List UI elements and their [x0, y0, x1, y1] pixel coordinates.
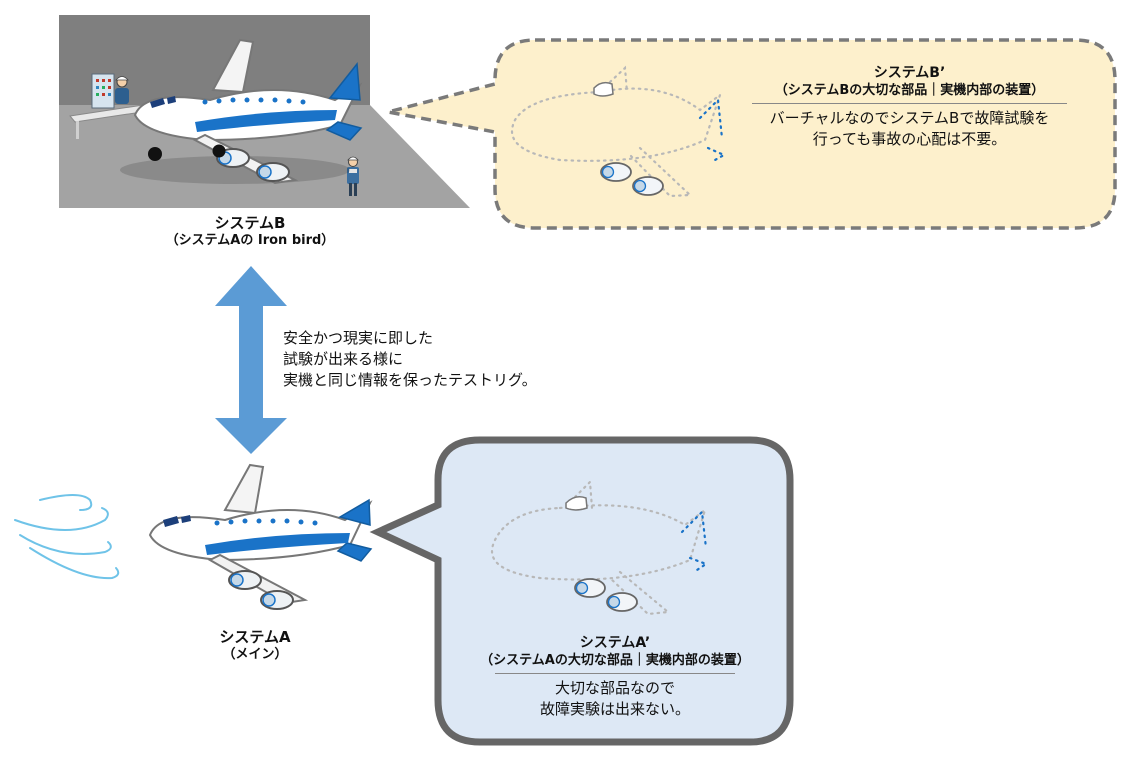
system-b-prime-divider — [752, 103, 1067, 104]
plane-system-b — [120, 38, 363, 185]
hangar-scene — [59, 15, 470, 208]
system-b-prime-title: システムB’ — [873, 65, 946, 81]
system-a-desc: （メイン） — [222, 646, 288, 662]
system-a-prime-body-2: 故障実験は出来ない。 — [539, 700, 690, 718]
control-panel — [91, 73, 115, 109]
system-a-prime-subtitle: （システムAの大切な部品｜実機内部の装置） — [480, 653, 750, 668]
wind-lines — [14, 494, 120, 580]
system-a-label: システムA （メイン） — [185, 628, 325, 663]
operator-body — [115, 88, 129, 104]
system-b-label: システムB （システムAの Iron bird） — [150, 214, 350, 249]
control-panel-buttons — [96, 79, 111, 96]
system-a-name: システムA — [219, 628, 291, 646]
system-a-prime-text: システムA’ （システムAの大切な部品｜実機内部の装置） 大切な部品なので 故障… — [455, 634, 775, 720]
connector-note-line-3: 実機と同じ情報を保ったテストリグ。 — [283, 371, 537, 389]
bidirectional-arrow — [215, 266, 287, 454]
plane-system-a — [148, 463, 373, 610]
connector-note-line-2: 試験が出来る様に — [283, 350, 404, 368]
system-b-prime-body-2: 行っても事故の心配は不要。 — [812, 130, 1007, 148]
system-b-prime-text: システムB’ （システムBの大切な部品｜実機内部の装置） バーチャルなのでシステ… — [752, 64, 1067, 150]
system-a-prime-divider — [495, 673, 735, 674]
connector-note-line-1: 安全かつ現実に即した — [283, 329, 434, 347]
connector-note: 安全かつ現実に即した 試験が出来る様に 実機と同じ情報を保ったテストリグ。 — [283, 328, 583, 391]
bubble-system-b-prime — [387, 38, 1117, 230]
bubble-system-a-prime — [369, 436, 794, 746]
system-a-prime-body-1: 大切な部品なので — [554, 679, 675, 697]
system-b-prime-subtitle: （システムBの大切な部品｜実機内部の装置） — [774, 83, 1045, 98]
system-b-name: システムB — [214, 214, 286, 232]
system-b-prime-body-1: バーチャルなのでシステムBで故障試験を — [769, 109, 1050, 127]
system-b-desc: （システムAの Iron bird） — [165, 232, 335, 248]
system-a-prime-title: システムA’ — [579, 635, 651, 651]
